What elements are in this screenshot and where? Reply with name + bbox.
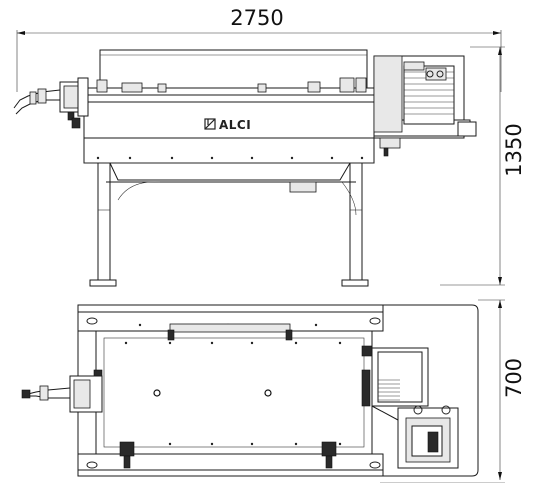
top-cover [99,49,368,91]
footprint-outline [77,304,479,477]
height-dimension-label: 1350 [502,123,526,176]
table-plate [95,330,373,455]
brand-name: ALCI [219,118,251,132]
torch-top [21,375,103,413]
torch-assembly [13,77,89,129]
motor-top [371,347,459,469]
brand-logo: ALCI [204,118,251,132]
rail-clamps [96,77,367,93]
width-dimension: 2750 [16,6,502,92]
top-view [21,304,479,477]
lower-body [83,137,375,164]
depth-dimension-label: 700 [502,358,526,398]
front-view: ALCI [13,49,477,287]
motor-assembly [373,55,477,157]
height-dimension: 1350 [440,46,526,286]
frame-legs [89,162,369,287]
depth-dimension: 700 [380,299,526,483]
main-body [83,101,375,139]
alci-logo-icon [204,118,216,130]
bottom-clamps [119,441,337,469]
plate-holes [124,323,342,446]
width-dimension-label: 2750 [230,6,283,30]
